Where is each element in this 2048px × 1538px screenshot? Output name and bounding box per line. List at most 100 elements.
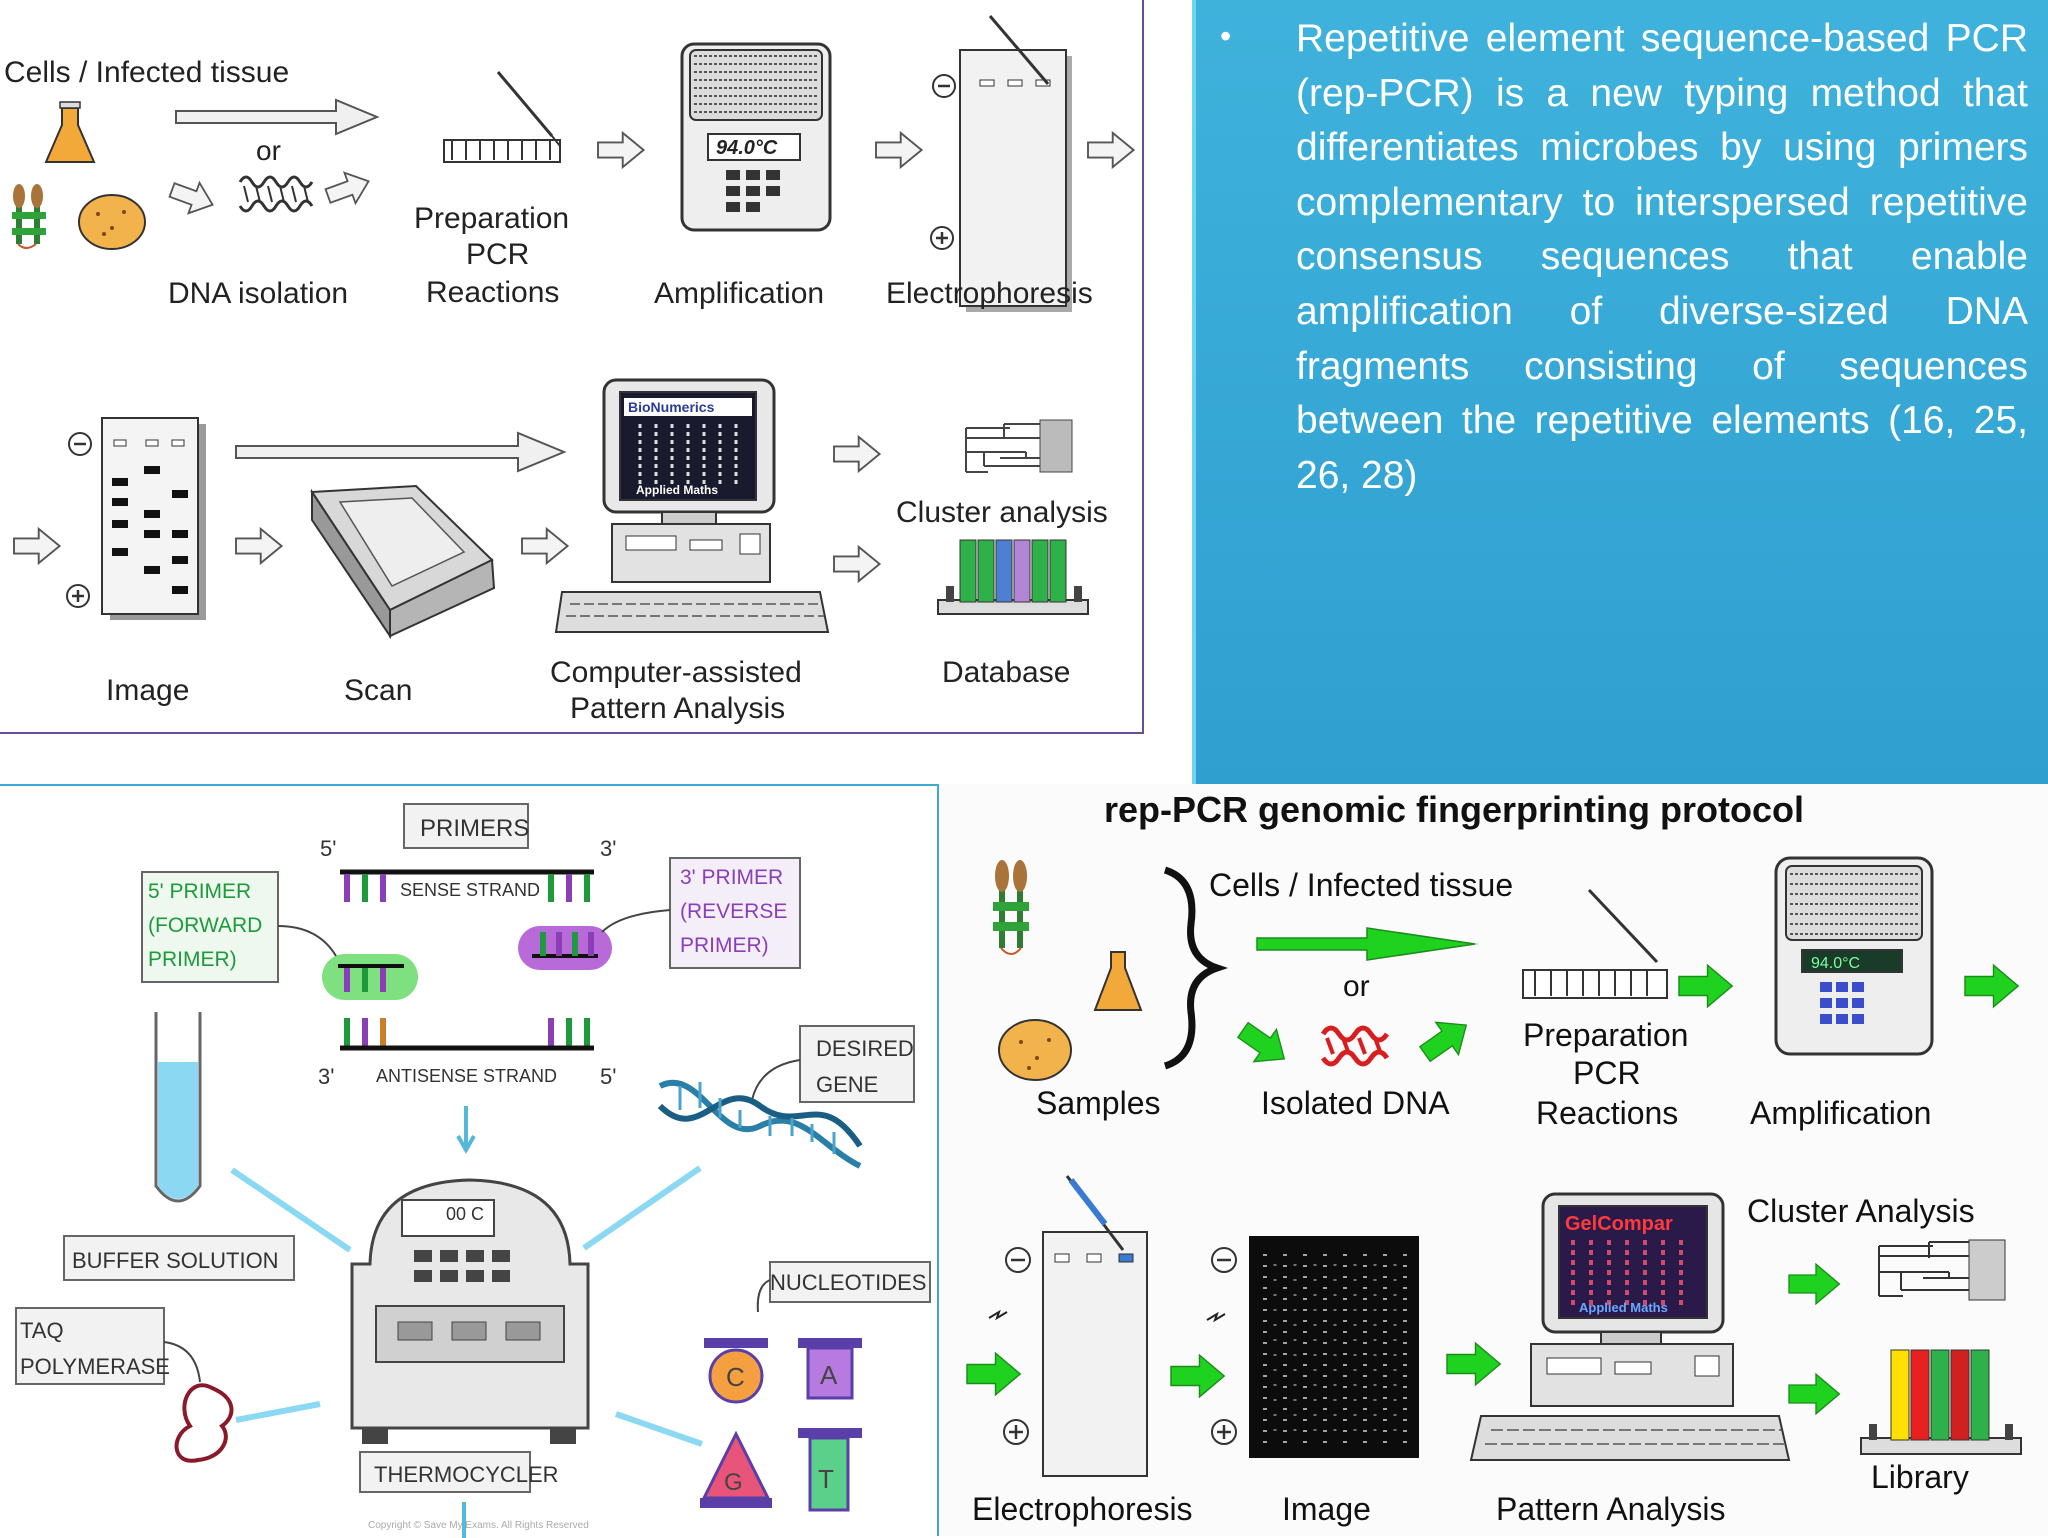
database-label: Database [942,656,1070,689]
bolt-icon [988,1309,1008,1321]
screen-title: BioNumerics [628,399,715,415]
nucleotides-label: NUCLEOTIDES [770,1270,926,1295]
thermocycler-display: 94.0°C [716,137,778,159]
sense-3prime-label: 3' [600,836,616,861]
flask-icon [1093,951,1143,1011]
nucleotide-g-label: G [724,1469,743,1496]
thermocycler-icon [680,42,832,232]
antisense-3prime-label: 3' [318,1064,334,1089]
sense-strand-bases [344,874,590,902]
buffer-solution-box [63,1235,295,1281]
library-icon [1860,1349,2022,1455]
thermocycler-icon [1774,856,1934,1056]
forward-primer-pointer [277,925,337,957]
pcr-tube-strip-icon [1522,888,1668,999]
taq-line2: POLYMERASE [20,1354,170,1379]
flask-icon [44,101,96,163]
taq-enzyme-icon [174,1383,234,1463]
screen-subtitle: Applied Maths [636,483,718,497]
dna-isolation-label: DNA isolation [168,277,348,310]
forward-primer-blob [322,954,418,1000]
gel-box-icon [1042,1175,1148,1477]
thermocycler-icon [350,1178,590,1444]
pcr-tube-strip-icon [443,71,561,163]
sense-strand-label: SENSE STRAND [400,880,540,900]
potato-icon [78,194,146,250]
plus-electrode-icon [1211,1419,1237,1445]
preparation-label: Preparation [414,202,569,235]
preparation-label: Preparation [1523,1017,1688,1053]
pattern-analysis-label: Pattern Analysis [1496,1491,1725,1527]
minus-electrode-icon [1005,1247,1031,1273]
scanner-icon [310,484,496,640]
plus-electrode-icon [1003,1419,1029,1445]
nucleotides-box [769,1261,931,1303]
nucleotide-a-label: A [820,1360,838,1390]
description-text: Repetitive element sequence-based PCR (r… [1296,17,2028,497]
amplification-label: Amplification [1750,1095,1931,1131]
minus-electrode-icon [1211,1247,1237,1273]
reactions-label: Reactions [426,276,559,309]
protocol-title: rep-PCR genomic fingerprinting protocol [1104,789,1804,830]
dna-icon [238,175,314,213]
nucleotide-c-icon [704,1338,768,1404]
primers-box [403,803,529,849]
pcr-label: PCR [1573,1055,1641,1091]
image-label: Image [106,674,189,707]
taq-line1: TAQ [20,1318,64,1343]
forward-primer-line1: 5' PRIMER [148,880,251,903]
minus-electrode-icon [932,74,956,98]
or-label: or [256,135,281,166]
forward-primer-box [141,871,279,983]
dendrogram-icon [1878,1239,2006,1301]
thermocycler-box [359,1451,531,1493]
plus-electrode-icon [66,584,90,608]
test-tube-icon [154,1012,202,1203]
plus-electrode-icon [930,226,954,250]
dendrogram-icon [965,419,1073,473]
reactions-label: Reactions [1536,1095,1678,1131]
nucleotide-t-icon [798,1428,862,1512]
arrow-buffer [230,1167,352,1253]
arrow-dna [582,1165,702,1251]
potato-icon [998,1019,1072,1081]
desired-gene-line1: DESIRED [816,1036,914,1061]
dna-icon [1320,1025,1390,1067]
or-label: or [1343,970,1370,1003]
rep-pcr-workflow-diagram: Cells / Infected tissue or DNA isolation [0,0,1144,734]
brace-icon [1163,866,1229,1070]
reverse-primer-line1: 3' PRIMER [680,866,783,889]
primers-label: PRIMERS [420,815,529,842]
buffer-solution-label: BUFFER SOLUTION [72,1248,279,1273]
reverse-primer-box [669,857,801,969]
plant-icon [993,860,1029,955]
rep-pcr-protocol-diagram: rep-PCR genomic fingerprinting protocol … [939,784,2048,1536]
gel-image-icon [1249,1236,1419,1458]
screen-subtitle: Applied Maths [1579,1300,1668,1315]
forward-primer-line2: (FORWARD [148,914,262,937]
cells-label: Cells / Infected tissue [4,56,289,89]
pcr-components-svg: PRIMERS 5' 3' SENSE STRAND 3' ANTISENSE … [15,803,931,1538]
computer-icon [554,378,830,633]
thermocycler-display: 94.0°C [1811,955,1860,972]
electrophoresis-label: Electrophoresis [886,277,1093,310]
reverse-primer-blob [518,926,612,970]
amplification-label: Amplification [654,277,824,310]
antisense-5prime-label: 5' [600,1064,616,1089]
bolt-icon [1206,1311,1226,1323]
screen-title: GelCompar [1565,1213,1673,1235]
nucleotide-a-icon [798,1338,862,1400]
workflow-diagram-svg: Cells / Infected tissue or DNA isolation [4,15,1135,725]
copyright-text: Copyright © Save My Exams. All Rights Re… [368,1520,589,1531]
protocol-svg: rep-PCR genomic fingerprinting protocol … [966,789,2022,1527]
antisense-strand-bases [344,1018,590,1046]
bullet-icon: • [1220,18,1232,54]
isolated-dna-label: Isolated DNA [1261,1085,1450,1121]
minus-electrode-icon [68,432,92,456]
nucleotide-c-label: C [726,1362,745,1392]
thermocycler-display: 00 C [446,1204,484,1224]
sense-5prime-label: 5' [320,836,336,861]
long-green-arrow [1256,927,1479,961]
forward-primer-line3: PRIMER) [148,948,237,971]
cells-label: Cells / Infected tissue [1209,867,1513,903]
